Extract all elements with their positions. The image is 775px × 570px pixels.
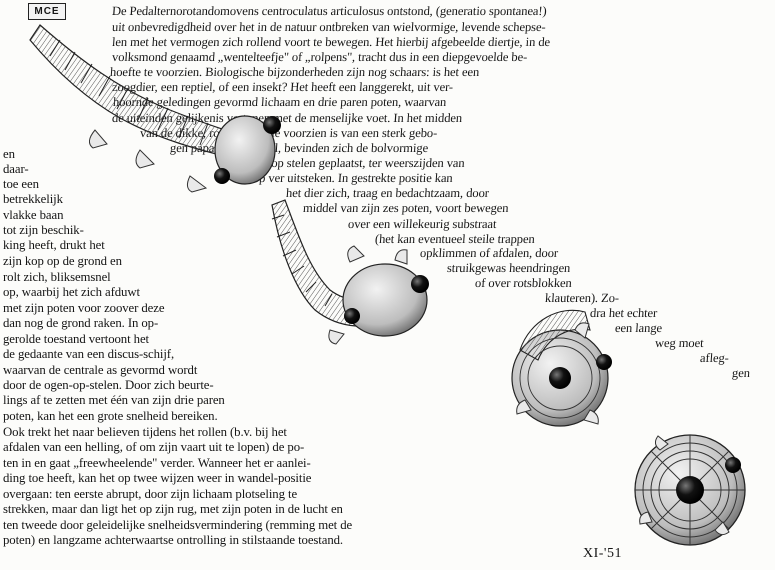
left-text-line: ten in en gaat „freewheelende" verder. W… [3,456,311,470]
left-text-line: toe een [3,177,39,191]
left-text-line: op, waarbij het zich afduwt [3,285,140,299]
left-text-line: poten) en langzame achterwaartse ontroll… [3,533,344,547]
left-text-line: Ook trekt het naar believen tijdens het … [3,425,287,439]
left-text-line: poten, kan het een grote snelheid bereik… [3,409,218,423]
creature-walking [29,24,281,193]
left-text-line: door de ogen-op-stelen. Door zich beurte… [3,378,214,392]
left-text-line: ding toe heeft, kan het op twee wijzen w… [3,471,312,485]
left-text-line: en [3,147,15,161]
artist-monogram: MCE [28,3,66,20]
left-text-line: daar- [3,162,29,176]
left-text-line: gerolde toestand vertoont het [3,332,149,346]
left-text-line: ten tweede door geleidelijke snelheidsve… [3,518,353,532]
left-text-line: betrekkelijk [3,192,63,206]
creature-curling [271,199,429,345]
creature-disc [634,434,746,546]
left-text-line: king heeft, drukt het [3,238,105,252]
left-text-line: lings af te zetten met één van zijn drie… [3,393,225,407]
left-text-line: tot zijn beschik- [3,223,84,237]
left-text-line: vlakke baan [3,208,64,222]
left-text-line: zijn kop op de grond en [3,254,122,268]
left-text-line: waarvan de centrale as gevormd wordt [3,363,198,377]
creature-rolling [511,309,612,427]
left-text-line: met zijn poten voor zoover deze [3,301,165,315]
left-text-line: de gedaante van een discus-schijf, [3,347,175,361]
date-inscription: XI-'51 [583,546,622,561]
left-text-line: overgaan: ten eerste abrupt, door zijn l… [3,487,298,501]
left-text-line: strekken, maar dan ligt het op zijn rug,… [3,502,343,516]
left-text-line: afdalen van een helling, of om zijn vaar… [3,440,305,454]
left-text-line: dan nog de grond raken. In op- [3,316,159,330]
left-text-line: rolt zich, bliksemsnel [3,270,111,284]
